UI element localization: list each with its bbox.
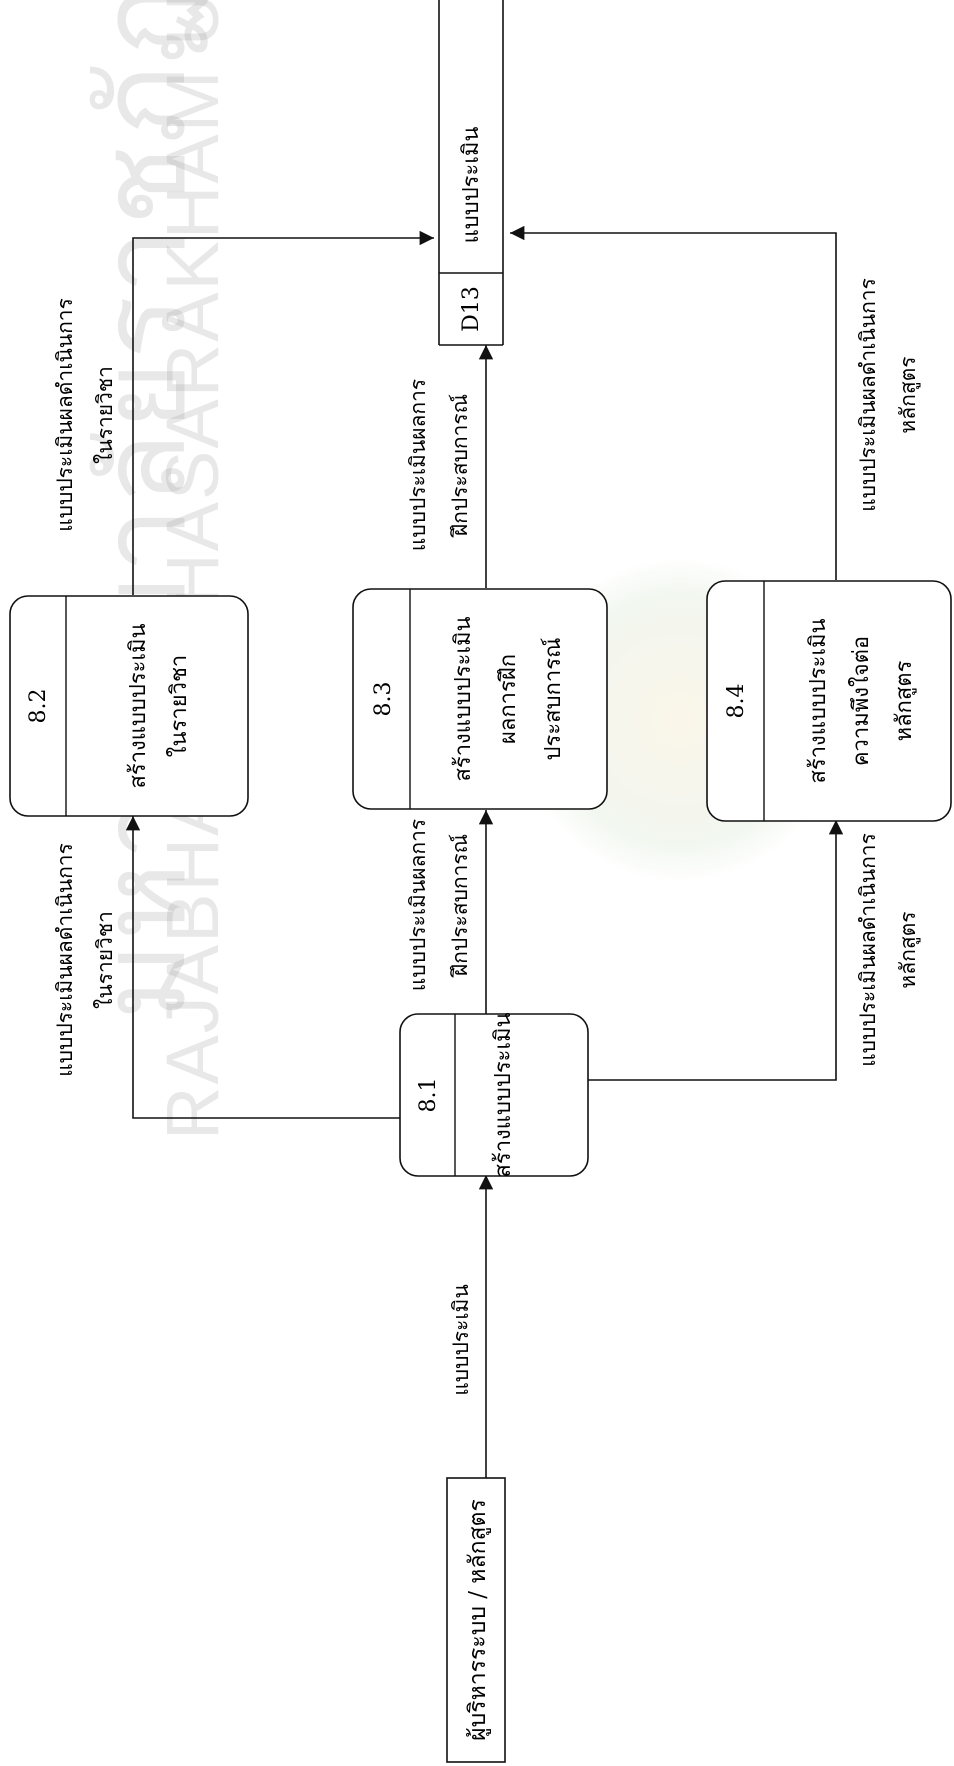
external-entity-admin: ผู้บริหารระบบ / หลักสูตร	[446, 1477, 506, 1763]
process-8-4: 8.4 สร้างแบบประเมิน ความพึงใจต่อ หลักสูต…	[706, 580, 952, 822]
flow-line-8-2-d13	[132, 230, 434, 595]
process-8-4-id: 8.4	[724, 684, 749, 719]
flow-label-8-2-d13-line-2: ในรายวิชา	[93, 366, 117, 464]
process-8-3-label-line-1: สร้างแบบประเมิน	[451, 616, 476, 781]
process-8-3-id: 8.3	[371, 682, 396, 717]
flow-label-8-1-8-2-line-2: ในรายวิชา	[93, 911, 117, 1009]
data-store-label: แบบประเมิน	[459, 127, 484, 244]
flow-line-8-4-d13	[510, 225, 837, 580]
process-8-3: 8.3 สร้างแบบประเมิน ผลการฝึก ประสบการณ์	[352, 588, 608, 810]
flow-label-8-1-8-3-line-1: แบบประเมินผลการ	[406, 819, 430, 991]
flow-line-8-1-8-2	[125, 816, 400, 1119]
process-8-1-id: 8.1	[416, 1078, 441, 1113]
flow-label-8-1-8-2-line-1: แบบประเมินผลดำเนินการ	[53, 843, 77, 1077]
process-8-2-label-line-2: ในรายวิชา	[166, 655, 192, 757]
flow-label-8-1-8-4-line-1: แบบประเมินผลดำเนินการ	[856, 833, 880, 1067]
data-store-id: D13	[459, 286, 484, 332]
process-8-2-id: 8.2	[26, 689, 51, 724]
flow-label-entity-8-1: แบบประเมิน	[449, 1284, 473, 1395]
process-8-3-label-line-2: ผลการฝึก	[496, 654, 521, 744]
process-8-1: 8.1 สร้างแบบประเมิน	[399, 1012, 589, 1178]
flow-label-8-1-8-3-line-2: ฝึกประสบการณ์	[448, 834, 472, 978]
flow-label-8-3-d13-line-2: ฝึกประสบการณ์	[448, 394, 472, 538]
flow-label-8-4-d13-line-2: หลักสูตร	[896, 356, 921, 433]
flow-line-8-1-8-4	[588, 820, 844, 1081]
data-store-d13: D13 แบบประเมิน	[438, 0, 504, 346]
flow-labels: แบบประเมิน แบบประเมินผลดำเนินการ ในรายวิ…	[53, 278, 921, 1396]
process-8-4-label-line-1: สร้างแบบประเมิน	[806, 618, 831, 783]
process-8-3-label-line-3: ประสบการณ์	[541, 638, 566, 761]
process-8-1-label-line-1: สร้างแบบประเมิน	[491, 1012, 516, 1177]
external-entity-label: ผู้บริหารระบบ / หลักสูตร	[465, 1499, 491, 1741]
flow-label-8-1-8-4-line-2: หลักสูตร	[896, 911, 921, 988]
process-8-2: 8.2 สร้างแบบประเมิน ในรายวิชา	[9, 595, 249, 817]
process-8-4-label-line-3: หลักสูตร	[892, 660, 917, 741]
flow-label-8-2-d13-line-1: แบบประเมินผลดำเนินการ	[53, 298, 77, 532]
flow-label-8-3-d13-line-1: แบบประเมินผลการ	[406, 379, 430, 551]
flow-label-8-4-d13-line-1: แบบประเมินผลดำเนินการ	[856, 278, 880, 512]
process-8-2-label-line-1: สร้างแบบประเมิน	[126, 623, 151, 788]
process-8-4-label-line-2: ความพึงใจต่อ	[848, 636, 874, 766]
